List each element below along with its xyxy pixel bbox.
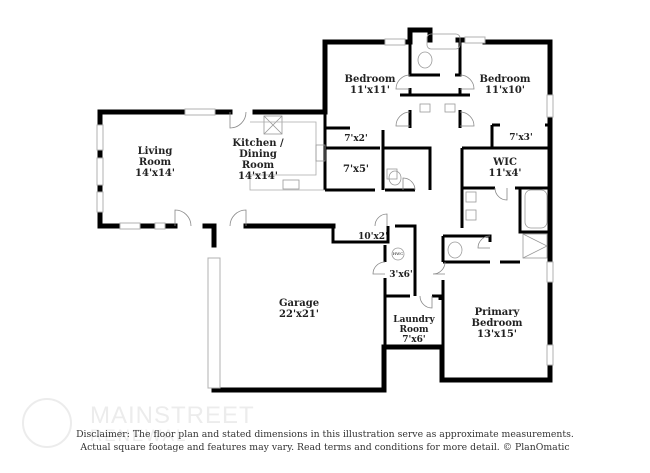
watermark-brand: MAINSTREET <box>90 402 255 429</box>
room-dimensions: 13'x15' <box>477 329 517 340</box>
wic-label: WIC 11'x4' <box>489 157 522 179</box>
hwc-label: HWC <box>393 251 404 256</box>
room-dimensions: 22'x21' <box>279 309 319 320</box>
watermark-brand-sub: RENEWAL <box>90 426 188 445</box>
sink-icon <box>465 209 477 221</box>
windows <box>96 36 554 389</box>
sink-icon <box>386 168 398 180</box>
room-name: Room <box>241 160 275 171</box>
room-name: Living <box>137 146 173 157</box>
closet-7x3-label: 7'x3' <box>509 133 532 143</box>
room-name: Kitchen / <box>232 138 284 149</box>
living-room-label: Living Room 14'x14' <box>135 146 175 179</box>
sink-icon <box>465 191 477 203</box>
room-dimensions: 7'x2' <box>344 134 368 144</box>
toilet-icon <box>417 51 433 69</box>
fixtures <box>249 33 548 261</box>
room-dimensions: 3'x6' <box>389 270 413 280</box>
room-dimensions: 11'x10' <box>485 85 525 96</box>
room-name: Primary <box>474 307 520 318</box>
bathtub-icon <box>426 33 461 50</box>
room-dimensions: 7'x5' <box>342 164 370 175</box>
toilet-icon <box>388 170 402 186</box>
water-heater-label: HWC <box>392 251 404 256</box>
sink-icon <box>419 103 431 113</box>
room-dimensions: 10'x2' <box>358 232 388 242</box>
watermark: MAINSTREET RENEWAL <box>22 398 322 453</box>
room-dimensions: 11'x11' <box>350 85 390 96</box>
doors <box>174 74 508 309</box>
bedroom-1-label: Bedroom 11'x11' <box>345 74 396 96</box>
water-heater-icon <box>391 247 405 261</box>
stove-icon <box>315 144 326 162</box>
room-name: Dining <box>239 149 277 160</box>
closet-7x5-label: 7'x5' <box>343 164 369 175</box>
room-name: Bedroom <box>344 74 396 85</box>
sink-icon <box>282 179 300 190</box>
garage-label: Garage 22'x21' <box>279 298 319 320</box>
kitchen-dining-label: Kitchen / Dining Room 14'x14' <box>232 138 283 182</box>
room-name: Garage <box>278 298 320 309</box>
primary-bedroom-label: Primary Bedroom 13'x15' <box>472 307 523 340</box>
room-name: Bedroom <box>471 318 523 329</box>
watermark-logo-icon <box>22 398 72 448</box>
storage-10x2-label: 10'x2' <box>358 232 388 242</box>
room-dimensions: 14'x14' <box>238 171 278 182</box>
room-dimensions: 14'x14' <box>135 168 175 179</box>
utility-3x6-label: 3'x6' <box>389 270 412 280</box>
room-name: Room <box>138 157 172 168</box>
disclaimer-line-2: Actual square footage and features may v… <box>80 442 570 453</box>
laundry-room-label: Laundry Room 7'x6' <box>393 315 435 345</box>
toilet-icon <box>447 241 463 259</box>
shower-icon <box>522 233 548 259</box>
bathtub-icon <box>524 189 548 229</box>
sink-icon <box>444 103 456 113</box>
room-name: Room <box>399 325 429 335</box>
bedroom-2-label: Bedroom 11'x10' <box>480 74 531 96</box>
room-dimensions: 7'x3' <box>509 133 533 143</box>
room-dimensions: 7'x6' <box>402 335 426 345</box>
closet-7x2-label: 7'x2' <box>344 134 367 144</box>
disclaimer-line-1: Disclaimer: The floor plan and stated di… <box>76 429 574 440</box>
fridge-icon <box>263 115 283 135</box>
room-dimensions: 11'x4' <box>488 168 522 179</box>
room-name: WIC <box>493 157 517 168</box>
room-name: Laundry <box>393 315 435 325</box>
room-name: Bedroom <box>479 74 531 85</box>
